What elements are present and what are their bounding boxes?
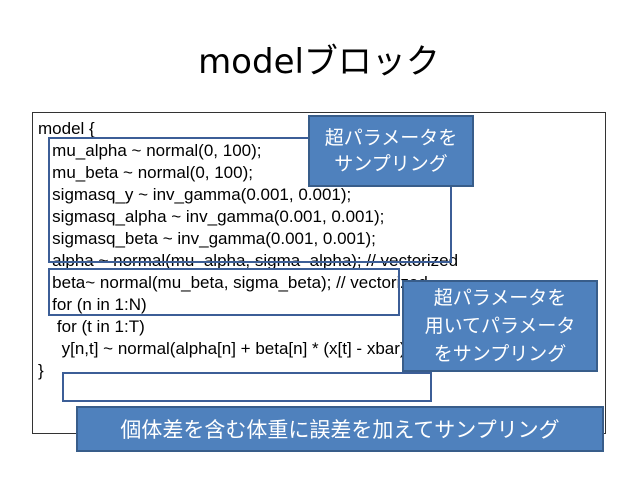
callout-weight-sampling: 個体差を含む体重に誤差を加えてサンプリング — [76, 406, 604, 452]
callout-text: 超パラメータを — [324, 127, 458, 149]
callout-text: サンプリング — [334, 153, 448, 175]
code-line: for (t in 1:T) — [38, 317, 145, 336]
callout-text: 個体差を含む体重に誤差を加えてサンプリング — [120, 418, 560, 442]
code-line: sigmasq_alpha ~ inv_gamma(0.001, 0.001); — [38, 207, 385, 226]
code-line: sigmasq_beta ~ inv_gamma(0.001, 0.001); — [38, 229, 376, 248]
callout-hyperparam-sampling: 超パラメータを サンプリング — [308, 115, 474, 187]
code-line: model { — [38, 119, 95, 138]
code-line: mu_alpha ~ normal(0, 100); — [38, 141, 262, 160]
code-line: alpha ~ normal(mu_alpha, sigma_alpha); /… — [38, 251, 459, 270]
slide-title: modelブロック — [198, 42, 440, 82]
code-line: } — [38, 361, 44, 380]
callout-text: 超パラメータを — [433, 287, 567, 309]
param-highlight-box — [48, 268, 400, 316]
callout-text: 用いてパラメータ — [424, 315, 576, 337]
hyperparam-highlight-box — [48, 137, 452, 263]
likelihood-highlight-box — [62, 372, 432, 402]
model-code-block: model { mu_alpha ~ normal(0, 100); mu_be… — [38, 118, 489, 382]
callout-param-sampling: 超パラメータを 用いてパラメータ をサンプリング — [402, 280, 598, 372]
code-line: for (n in 1:N) — [38, 295, 147, 314]
code-line: sigmasq_y ~ inv_gamma(0.001, 0.001); — [38, 185, 352, 204]
code-line: beta~ normal(mu_beta, sigma_beta); // ve… — [38, 273, 428, 292]
callout-text: をサンプリング — [433, 343, 567, 365]
code-line: mu_beta ~ normal(0, 100); — [38, 163, 253, 182]
